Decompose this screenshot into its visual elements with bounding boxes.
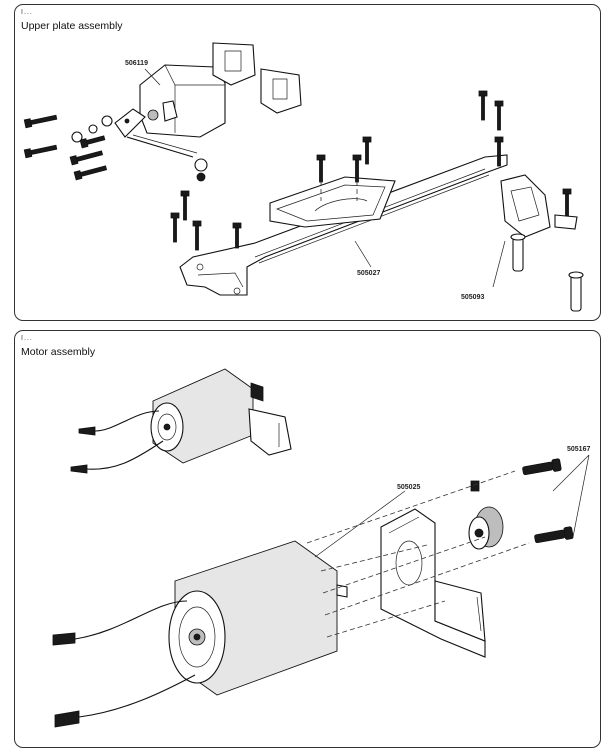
large-motor	[52, 540, 348, 728]
plate-leader	[354, 240, 372, 268]
motor-mount	[380, 508, 486, 658]
motor-assembly-panel: I... Motor assembly	[14, 330, 601, 748]
upper-plate-assembly-title: Upper plate assembly	[21, 20, 123, 32]
motor-assembly-title: Motor assembly	[21, 346, 96, 358]
screws-part-number: 505167	[567, 446, 590, 453]
upper-plate-assembly-panel: I... Upper plate assembly	[14, 4, 601, 321]
upper-plate-diagram: 506119 505027 505093	[23, 42, 584, 312]
servo-screws	[23, 114, 113, 181]
pinion-gear	[468, 480, 504, 550]
assembled-motor	[70, 368, 292, 474]
rear-mount	[500, 174, 584, 312]
motor-screws	[522, 458, 574, 544]
plate-part-number: 505027	[357, 270, 380, 277]
screws-leader	[552, 454, 590, 538]
upper-plate	[179, 154, 508, 296]
mount-leader	[492, 240, 506, 288]
motor-part-number: 505025	[397, 484, 420, 491]
header-fragment: I...	[21, 335, 33, 342]
alignment-lines	[306, 470, 530, 638]
motor-assembly-diagram: 505025 505167	[52, 368, 590, 728]
motor-leader	[314, 490, 406, 558]
header-fragment: I...	[21, 9, 33, 16]
servo-part-number: 506119	[125, 60, 148, 67]
servo-assembly	[114, 64, 226, 182]
mount-part-number: 505093	[461, 294, 484, 301]
servo-leader	[144, 68, 161, 86]
servo-mounts	[212, 42, 302, 114]
plate-screws	[170, 90, 572, 251]
